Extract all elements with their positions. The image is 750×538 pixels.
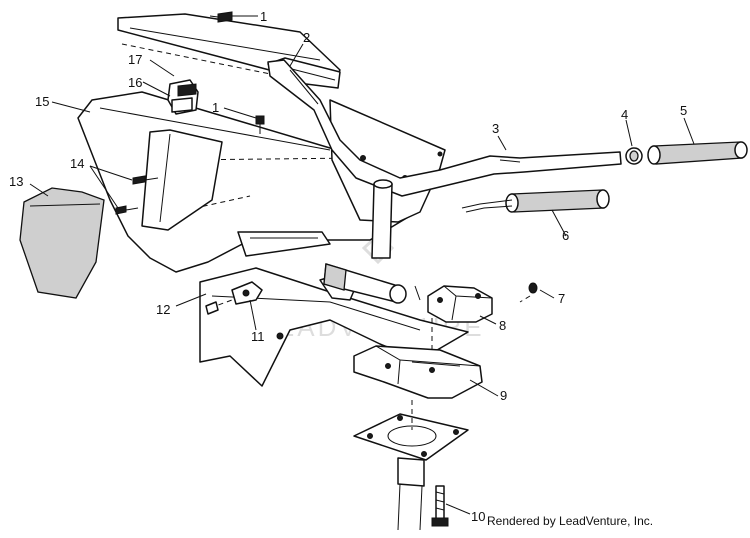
- callout-11: 11: [251, 329, 265, 344]
- upper-clamp-part: [414, 285, 493, 323]
- callout-17: 17: [128, 52, 142, 67]
- callout-5: 5: [680, 103, 687, 118]
- mounting-plate-part: [353, 400, 469, 531]
- nut-part: [519, 282, 538, 303]
- bar-end-plug-part: [625, 147, 643, 165]
- throttle-grip-part: [461, 189, 610, 213]
- callout-1-top: 1: [260, 9, 267, 24]
- headlight-lens-part: [19, 187, 105, 299]
- callout-14: 14: [70, 156, 84, 171]
- rendered-by-credit: Rendered by LeadVenture, Inc.: [487, 514, 654, 528]
- callout-2: 2: [303, 30, 310, 45]
- callout-15: 15: [35, 94, 49, 109]
- callout-13: 13: [9, 174, 23, 189]
- left-grip-part: [647, 141, 748, 165]
- fastener-11-part: [205, 281, 263, 315]
- callout-10: 10: [471, 509, 485, 524]
- leader-lines: [29, 15, 695, 515]
- callout-12: 12: [156, 302, 170, 317]
- callout-labels: 1 2 17 16 15 1 3 4 5 14 13 6 7 12 8 11 9…: [9, 9, 687, 524]
- lower-clamp-part: [353, 318, 483, 399]
- callout-7: 7: [558, 291, 565, 306]
- handlebar-part: [267, 59, 622, 304]
- callout-3: 3: [492, 121, 499, 136]
- bolt-part: [431, 485, 449, 527]
- callout-16: 16: [128, 75, 142, 90]
- switch-assembly-part: [167, 79, 199, 115]
- callout-4: 4: [621, 107, 628, 122]
- callout-9: 9: [500, 388, 507, 403]
- callout-1-middle: 1: [212, 100, 219, 115]
- callout-6: 6: [562, 228, 569, 243]
- callout-8: 8: [499, 318, 506, 333]
- screw-hardware: [115, 11, 265, 215]
